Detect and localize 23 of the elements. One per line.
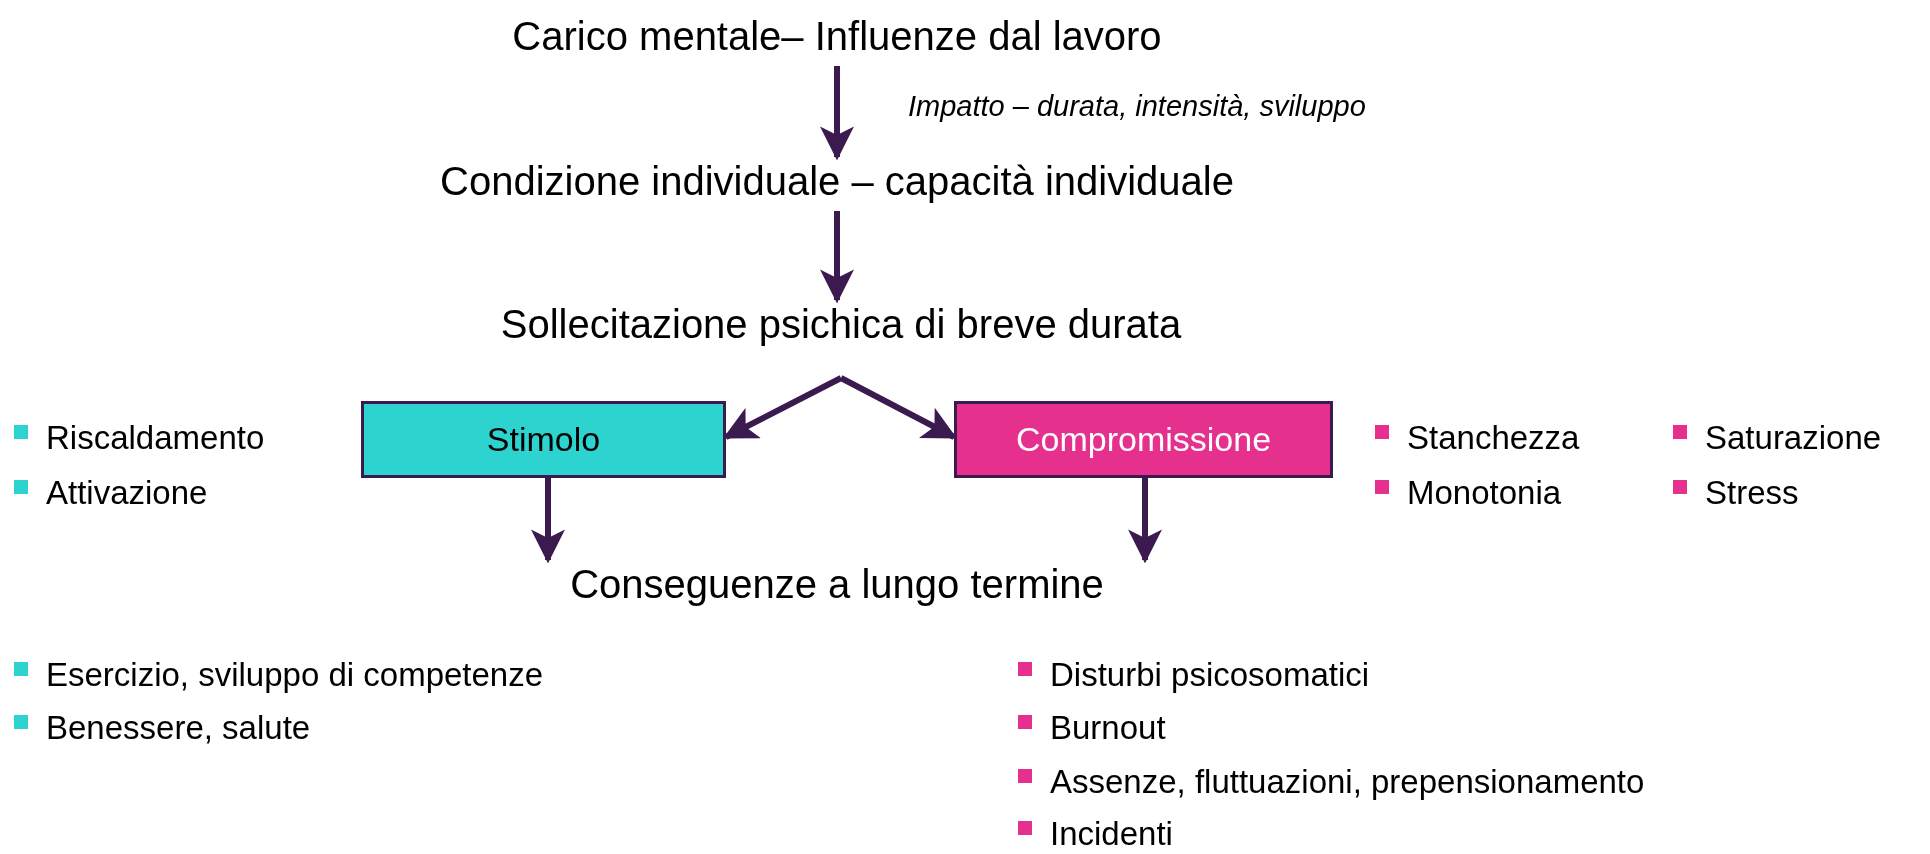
arrow — [820, 66, 854, 161]
list-item-text: Esercizio, sviluppo di competenze — [46, 655, 544, 695]
list-item-text: Disturbi psicosomatici — [1050, 655, 1370, 695]
list-item-text: Stress — [1705, 473, 1799, 513]
list-item-text: Incidenti — [1050, 814, 1173, 854]
list-item-text: Assenze, fluttuazioni, prepensionamento — [1050, 762, 1645, 802]
list-item-text: Attivazione — [46, 473, 208, 513]
flow-step-text: Sollecitazione psichica di breve durata — [500, 301, 1182, 348]
flow-step-text: Carico mentale– Influenze dal lavoro — [512, 13, 1162, 60]
flow-step-text: Condizione individuale – capacità individuale — [440, 158, 1234, 205]
flow-step-text: Conseguenze a lungo termine — [570, 561, 1104, 608]
list-item-text: Stanchezza — [1407, 418, 1580, 458]
process-box: Compromissione — [954, 401, 1333, 478]
list-item-text: Monotonia — [1407, 473, 1562, 513]
arrow — [820, 211, 854, 304]
process-box: Stimolo — [361, 401, 726, 478]
arrow — [531, 478, 565, 564]
list-item-text: Saturazione — [1705, 418, 1882, 458]
edge-label: Impatto – durata, intensità, sviluppo — [908, 90, 1366, 123]
list-item-text: Riscaldamento — [46, 418, 265, 458]
list-item-text: Benessere, salute — [46, 708, 311, 748]
arrow — [1128, 478, 1162, 564]
list-item-text: Burnout — [1050, 708, 1166, 748]
